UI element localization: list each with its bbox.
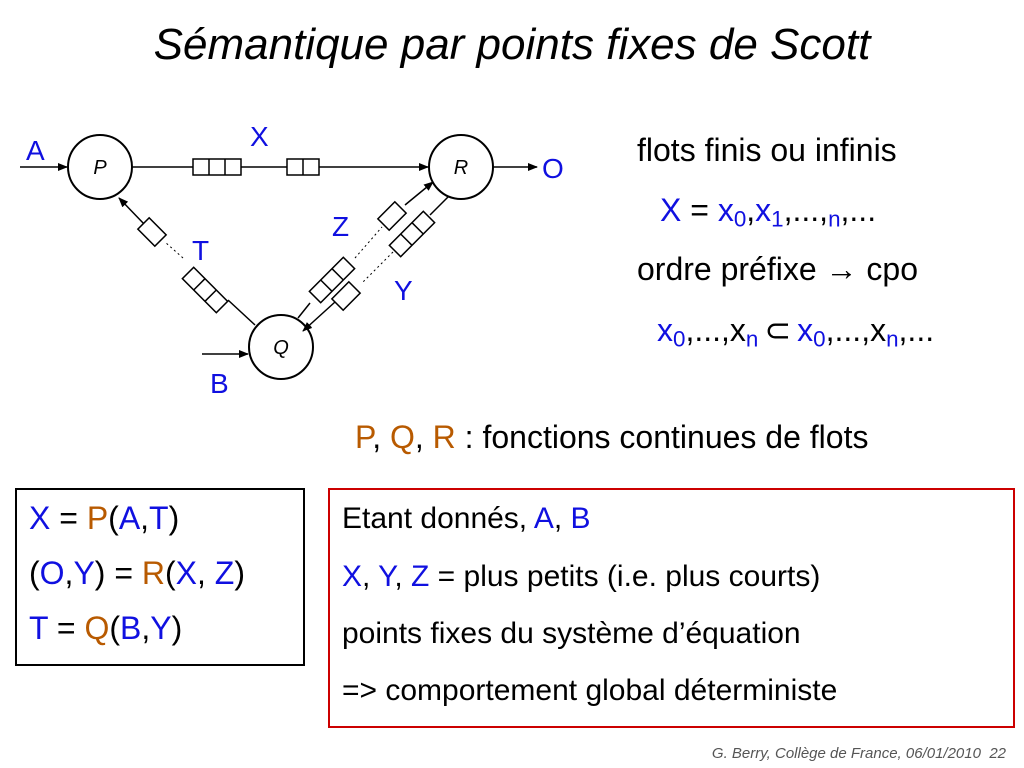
arrow-right-icon: → bbox=[825, 251, 858, 287]
process-network-diagram: P R Q bbox=[20, 121, 564, 399]
svg-text:R: R bbox=[454, 157, 468, 179]
footer: G. Berry, Collège de France, 06/01/2010 … bbox=[711, 745, 1006, 762]
label-z: Z bbox=[332, 211, 349, 242]
page-title: Sémantique par points fixes de Scott bbox=[153, 20, 871, 69]
queue-x bbox=[192, 158, 320, 176]
channel-y bbox=[302, 196, 449, 332]
queue-t bbox=[136, 216, 229, 314]
text-ordre: ordre préfixe → cpo bbox=[637, 251, 919, 287]
fixpoint-line-4: => comportement global déterministe bbox=[342, 674, 838, 707]
fixpoint-line-1: Etant donnés, A, B bbox=[342, 502, 591, 535]
queue-z bbox=[308, 200, 408, 304]
label-x: X bbox=[250, 121, 269, 152]
text-functions: P, Q, R : fonctions continues de flots bbox=[355, 419, 869, 455]
label-a: A bbox=[26, 135, 45, 166]
equation-t: T = Q(B,Y) bbox=[29, 610, 183, 646]
channel-t bbox=[118, 197, 256, 326]
fixpoint-box: Etant donnés, A, B X, Y, Z = plus petits… bbox=[328, 488, 1015, 728]
fixpoint-line-2: X, Y, Z = plus petits (i.e. plus courts) bbox=[342, 560, 821, 593]
svg-text:Q: Q bbox=[273, 337, 289, 359]
node-r: R bbox=[428, 134, 494, 200]
label-t: T bbox=[192, 235, 209, 266]
svg-text:P: P bbox=[93, 157, 107, 179]
label-y: Y bbox=[394, 275, 413, 306]
fixpoint-line-3: points fixes du système d’équation bbox=[342, 617, 801, 650]
text-prefix-order: x0,...,xn⊂x0,...,xn,... bbox=[657, 312, 935, 352]
channel-z bbox=[297, 181, 434, 319]
label-o: O bbox=[542, 153, 564, 184]
page-number: 22 bbox=[989, 745, 1006, 762]
equation-oy: (O,Y) = R(X, Z) bbox=[29, 555, 245, 591]
node-q: Q bbox=[248, 314, 314, 380]
node-p: P bbox=[67, 134, 133, 200]
text-stream-def: X = x0,x1,...,n,... bbox=[660, 192, 877, 232]
label-b: B bbox=[210, 368, 229, 399]
queue-y bbox=[330, 210, 436, 312]
subset-icon: ⊂ bbox=[764, 312, 792, 348]
text-flots: flots finis ou infinis bbox=[637, 132, 897, 168]
equations-box: X = P(A,T) (O,Y) = R(X, Z) T = Q(B,Y) bbox=[15, 488, 305, 666]
equation-x: X = P(A,T) bbox=[29, 500, 180, 536]
